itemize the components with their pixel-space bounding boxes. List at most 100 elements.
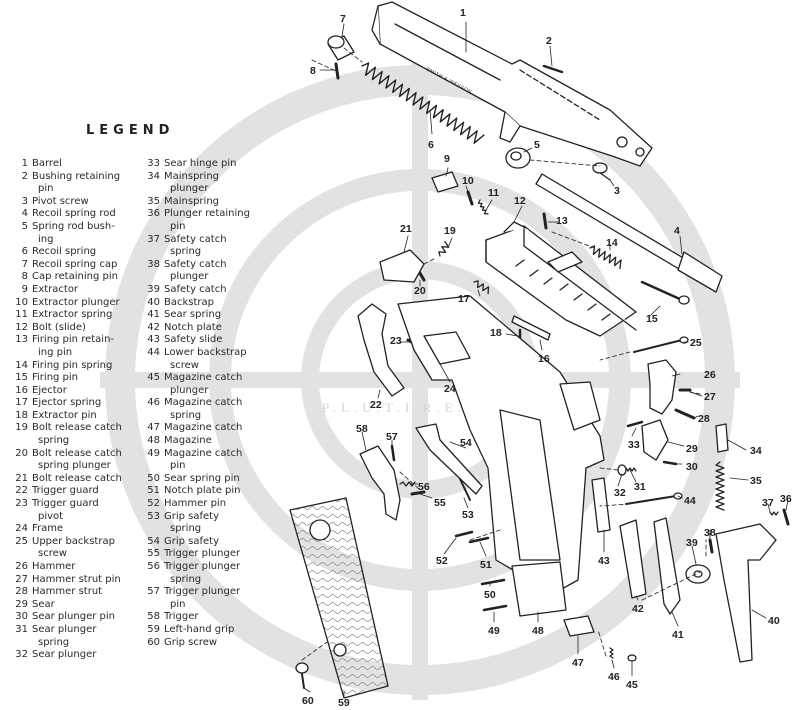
legend-entry-number: 3 bbox=[21, 195, 28, 207]
callout-29: 29 bbox=[686, 443, 698, 455]
callout-5: 5 bbox=[534, 139, 540, 151]
magazine-catch-spring bbox=[609, 647, 614, 659]
legend-entry-number: 37 bbox=[147, 233, 160, 245]
callout-27: 27 bbox=[704, 391, 716, 403]
legend-entry-number: 24 bbox=[15, 523, 28, 535]
hammer-strut bbox=[674, 408, 696, 420]
notch-plate bbox=[619, 519, 647, 599]
legend-entry-number: 49 bbox=[147, 447, 160, 459]
legend-entry-number: 55 bbox=[147, 548, 160, 560]
legend-entry-text: Grip safety bbox=[164, 510, 220, 522]
legend-entry-number: 9 bbox=[21, 283, 28, 295]
sear-spring bbox=[653, 517, 681, 615]
magazine-catch-plunger bbox=[627, 654, 637, 662]
legend-entry-text: Spring rod bush- bbox=[32, 220, 115, 232]
legend-entry-text: ing bbox=[38, 233, 54, 245]
callout-4: 4 bbox=[674, 225, 680, 237]
legend-entry-text: Frame bbox=[32, 523, 64, 535]
callout-20: 20 bbox=[414, 285, 426, 297]
legend-entry-text: Extractor pin bbox=[32, 409, 97, 421]
legend-title: LEGEND bbox=[86, 123, 175, 138]
trigger-guard bbox=[357, 303, 405, 397]
lower-backstrap-screw bbox=[625, 492, 683, 505]
legend-entry-text: spring plunger bbox=[38, 460, 111, 472]
callout-24: 24 bbox=[444, 383, 456, 395]
legend-entry: 3 Pivot screw bbox=[14, 196, 142, 209]
left-hand-grip bbox=[289, 497, 389, 699]
callout-10: 10 bbox=[462, 175, 474, 187]
legend-entry-text: Bolt (slide) bbox=[32, 321, 86, 333]
callout-58: 58 bbox=[356, 423, 368, 435]
callout-6: 6 bbox=[428, 139, 434, 151]
legend-entry-number: 26 bbox=[15, 561, 28, 572]
callout-28: 28 bbox=[698, 413, 710, 425]
legend-entry-text: Pivot screw bbox=[32, 195, 89, 207]
legend-entry-text: pin bbox=[170, 460, 186, 472]
callout-39: 39 bbox=[686, 537, 698, 549]
legend-entry-text: pin bbox=[38, 183, 54, 195]
ejector-part bbox=[511, 315, 551, 341]
callout-25: 25 bbox=[690, 337, 702, 349]
callout-16: 16 bbox=[538, 353, 550, 365]
legend-entry-text: spring bbox=[170, 246, 202, 258]
legend-entry-number: 11 bbox=[15, 309, 28, 321]
callout-44: 44 bbox=[684, 495, 696, 507]
legend-entry-text: Hammer strut bbox=[32, 586, 103, 598]
bolt-slide bbox=[485, 221, 637, 337]
legend-entry-text: Left-hand grip bbox=[164, 623, 235, 635]
legend-entry-number: 35 bbox=[147, 195, 160, 207]
legend-entry-text: Firing pin retain- bbox=[32, 334, 115, 346]
legend-entry-number: 23 bbox=[15, 498, 28, 510]
legend-entry-text: Ejector bbox=[32, 384, 67, 396]
callout-labels: 1 2 3 4 5 6 7 8 9 10 11 12 13 14 15 16 1… bbox=[302, 7, 792, 709]
upper-backstrap-screw bbox=[633, 336, 689, 353]
legend-entry-text: Safety catch bbox=[164, 233, 227, 245]
legend-entry-number: 56 bbox=[147, 561, 160, 572]
firing-pin-retaining-pin bbox=[542, 212, 548, 230]
callout-43: 43 bbox=[598, 555, 610, 567]
callout-17: 17 bbox=[458, 293, 470, 305]
callout-57: 57 bbox=[386, 431, 398, 443]
legend-entry-number: 32 bbox=[15, 649, 28, 661]
callout-14: 14 bbox=[606, 237, 618, 249]
legend-entry-text: Hammer strut pin bbox=[32, 573, 121, 585]
callout-8: 8 bbox=[310, 65, 316, 77]
legend-entry-number: 42 bbox=[147, 321, 160, 333]
legend-entry-number: 50 bbox=[147, 472, 160, 484]
legend-entry-number: 31 bbox=[15, 623, 28, 635]
recoil-spring-cap bbox=[327, 35, 355, 61]
callout-22: 22 bbox=[370, 399, 382, 411]
legend-entry-number: 38 bbox=[147, 258, 160, 270]
callout-18: 18 bbox=[490, 327, 502, 339]
grip-safety-part bbox=[415, 423, 483, 495]
firing-pin-spring bbox=[589, 245, 622, 270]
legend-entry-text: Notch plate pin bbox=[164, 485, 241, 497]
legend-entry-text: Plunger retaining bbox=[164, 208, 250, 220]
leader-lines bbox=[303, 21, 789, 699]
callout-52: 52 bbox=[436, 555, 448, 567]
legend-entry-number: 33 bbox=[147, 158, 160, 169]
callout-46: 46 bbox=[608, 671, 620, 683]
legend-entry-text: Extractor spring bbox=[32, 309, 113, 321]
callout-26: 26 bbox=[704, 369, 716, 381]
